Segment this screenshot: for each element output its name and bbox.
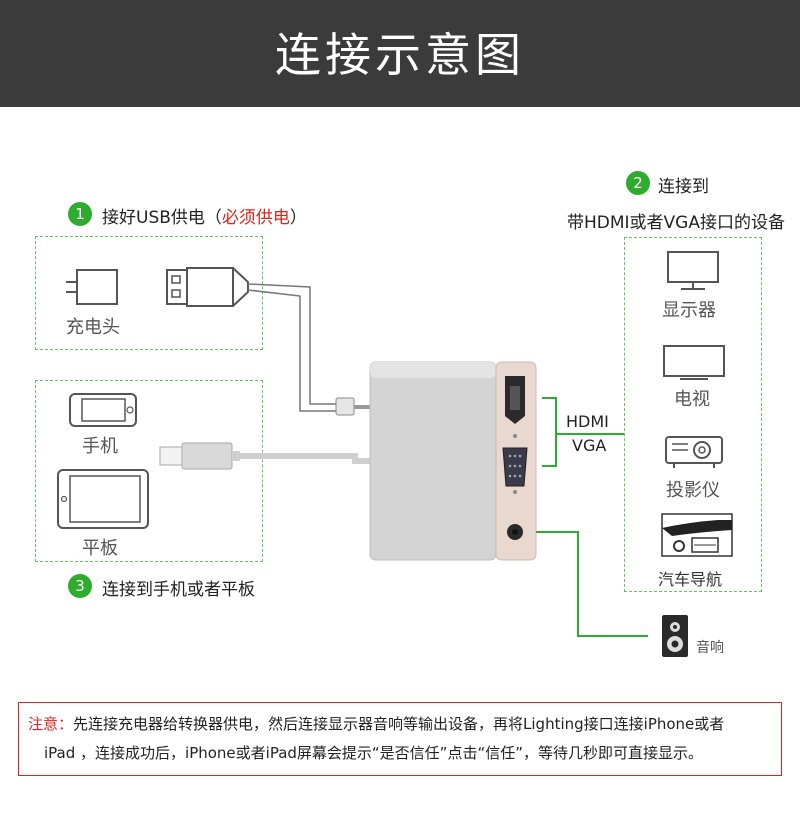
step-2-label-line2: 带HDMI或者VGA接口的设备 — [567, 213, 785, 233]
indicator-dot — [513, 434, 517, 438]
step-3-badge: 3 — [68, 574, 92, 598]
usb-cable — [247, 283, 372, 416]
projector-icon — [665, 436, 723, 468]
step-2-badge: 2 — [626, 171, 650, 195]
usb-plug-icon — [166, 267, 249, 307]
hdmi-label: HDMI — [566, 412, 609, 431]
speaker-label: 音响 — [696, 640, 724, 656]
mobile-group-box — [35, 380, 263, 562]
note-box — [18, 702, 782, 776]
note-line-1: 注意：先连接充电器给转换器供电，然后连接显示器音响等输出设备，再将Lightin… — [28, 713, 724, 734]
tablet-label: 平板 — [82, 538, 118, 559]
charger-group-box — [35, 236, 263, 350]
tv-icon — [663, 345, 725, 380]
indicator-dot — [513, 490, 517, 494]
tablet-icon — [57, 469, 149, 529]
page-title: 连接示意图 — [275, 28, 525, 82]
step-1-warning: 必须供电 — [221, 208, 290, 228]
step-1-text: 接好USB供电（ — [102, 208, 222, 228]
note-text-1: 先连接充电器给转换器供电，然后连接显示器音响等输出设备，再将Lighting接口… — [73, 715, 725, 733]
note-line-2: iPad ，连接成功后，iPhone或者iPad屏幕会提示“是否信任”点击“信任… — [44, 744, 703, 762]
step-3-label: 连接到手机或者平板 — [102, 580, 255, 600]
tv-label: 电视 — [674, 389, 710, 410]
display-group-box — [624, 237, 762, 592]
hdmi-port — [505, 376, 525, 424]
monitor-label: 显示器 — [662, 300, 716, 321]
monitor-icon — [667, 251, 719, 290]
lightning-cable — [159, 442, 372, 470]
vga-label: VGA — [572, 436, 607, 455]
audio-line — [536, 531, 648, 637]
note-label: 注意： — [28, 715, 74, 733]
phone-label: 手机 — [82, 436, 118, 457]
step-2-label-line1: 连接到 — [658, 177, 709, 197]
charger-label: 充电头 — [66, 317, 120, 338]
audio-jack — [507, 524, 523, 540]
step-1-badge: 1 — [68, 202, 92, 226]
output-bracket — [542, 397, 624, 467]
step-1-label: 接好USB供电（必须供电） — [102, 203, 307, 228]
header-banner: 连接示意图 — [0, 0, 800, 107]
car-navigation-label: 汽车导航 — [658, 570, 723, 589]
step-1-text-end: ） — [289, 208, 307, 228]
speaker-icon — [662, 615, 688, 657]
car-navigation-icon — [661, 513, 733, 557]
vga-port — [502, 447, 528, 487]
projector-label: 投影仪 — [666, 480, 720, 501]
charger-icon — [66, 269, 118, 305]
phone-icon — [69, 393, 137, 427]
